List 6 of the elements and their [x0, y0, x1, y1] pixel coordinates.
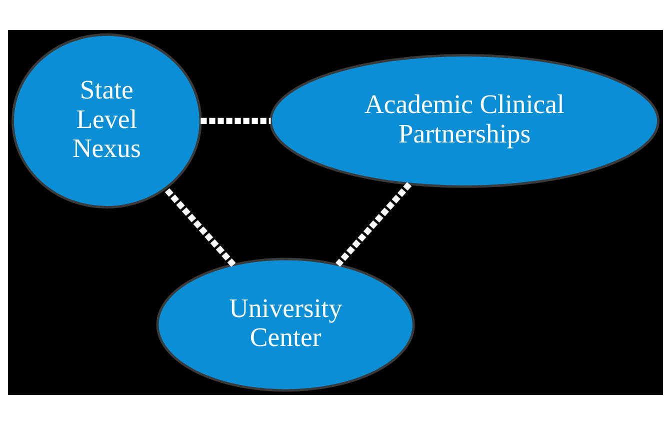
node-circle: State Level Nexus: [12, 33, 202, 208]
connector: [200, 118, 271, 124]
node-ellipse: University Center: [156, 258, 415, 392]
connector: [163, 186, 236, 267]
node-ellipse: Academic Clinical Partnerships: [270, 54, 660, 188]
connector: [336, 182, 412, 267]
